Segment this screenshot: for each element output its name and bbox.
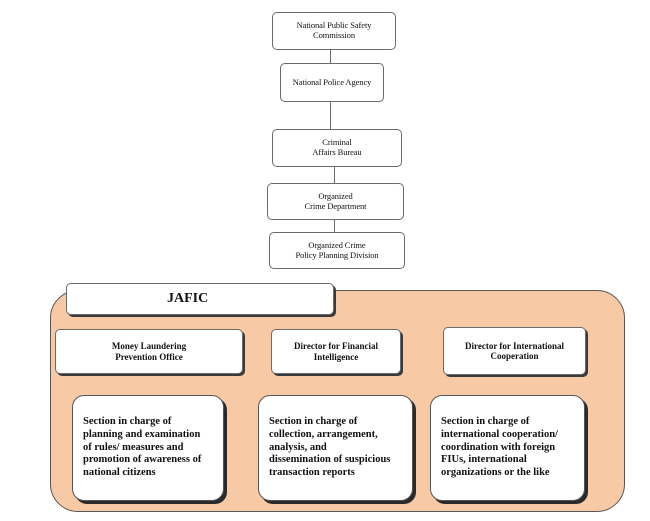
node-label: Organized Crime Policy Planning Division	[295, 239, 379, 260]
money-laundering-prevention-office-box: Money Laundering Prevention Office	[55, 329, 243, 374]
section-planning-box: Section in charge of planning and examin…	[72, 395, 224, 501]
national-public-safety-commission-box: National Public Safety Commission	[272, 12, 396, 50]
node-label: National Police Agency	[292, 76, 372, 87]
director-international-cooperation-box: Director for International Cooperation	[443, 327, 586, 375]
section-label: Section in charge of international coope…	[441, 416, 558, 479]
connector-line	[330, 50, 331, 63]
director-label: Director for Financial Intelligence	[294, 341, 378, 362]
organized-crime-policy-planning-division-box: Organized Crime Policy Planning Division	[269, 232, 405, 269]
section-label: Section in charge of planning and examin…	[83, 416, 202, 479]
section-collection-analysis-box: Section in charge of collection, arrange…	[258, 395, 413, 501]
node-label: Criminal Affairs Bureau	[312, 137, 362, 157]
node-label: National Public Safety Commission	[296, 20, 372, 40]
jafic-title-box: JAFIC	[66, 283, 334, 315]
connector-line	[334, 167, 335, 183]
director-financial-intelligence-box: Director for Financial Intelligence	[271, 329, 401, 374]
director-label: Director for International Cooperation	[465, 340, 564, 361]
section-international-cooperation-box: Section in charge of international coope…	[430, 395, 585, 501]
director-label: Money Laundering Prevention Office	[111, 341, 187, 362]
connector-line	[330, 102, 331, 129]
section-label: Section in charge of collection, arrange…	[269, 416, 391, 479]
jafic-label: JAFIC	[167, 291, 209, 306]
node-label: Organized Crime Department	[304, 190, 367, 211]
organized-crime-department-box: Organized Crime Department	[267, 183, 404, 220]
national-police-agency-box: National Police Agency	[280, 63, 384, 102]
connector-line	[334, 220, 335, 232]
criminal-affairs-bureau-box: Criminal Affairs Bureau	[272, 129, 402, 167]
